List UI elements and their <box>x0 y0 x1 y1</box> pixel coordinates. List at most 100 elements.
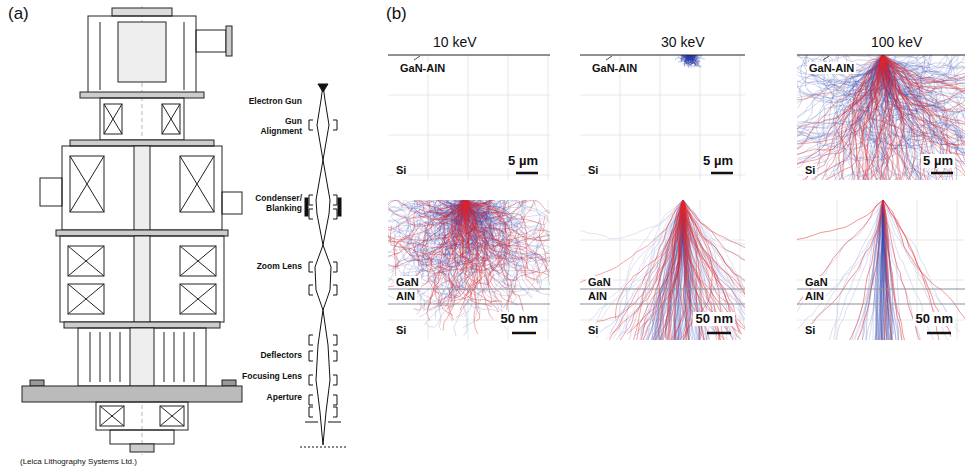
energy-header: 100 keV <box>871 34 922 50</box>
grid-line <box>580 95 745 96</box>
ray-diagram <box>300 84 348 447</box>
substrate-label: Si <box>586 164 600 176</box>
electron-trajectory <box>797 200 883 321</box>
electron-trajectory <box>797 55 883 180</box>
grid-line <box>740 200 741 340</box>
grid-line <box>468 55 469 180</box>
electron-trajectory <box>797 200 883 254</box>
electron-trajectory <box>462 200 513 266</box>
grid-line <box>740 55 741 180</box>
electron-trajectory <box>883 200 896 340</box>
grid-line <box>388 95 550 96</box>
part-label: Deflectors <box>260 351 302 361</box>
layer-label: GaN-AlN <box>398 62 447 74</box>
electron-trajectory <box>388 200 465 287</box>
electron-trajectory <box>883 200 904 340</box>
layer-label: AlN <box>803 290 826 302</box>
layer-label: GaN <box>803 276 830 288</box>
electron-trajectory <box>617 200 683 340</box>
electron-trajectory <box>883 55 965 89</box>
simulation-panel: GaNAlNSi50 nm <box>797 200 965 340</box>
electron-trajectory <box>580 200 683 239</box>
electron-trajectory <box>465 200 550 226</box>
grid-line <box>580 175 745 176</box>
electron-trajectory <box>797 55 883 165</box>
simulation-panel: GaNAlNSi50 nm <box>580 200 745 340</box>
part-label: Electron Gun <box>249 97 302 107</box>
electron-trajectory <box>826 200 883 340</box>
electron-trajectory <box>883 55 965 180</box>
electron-trajectory <box>883 55 965 176</box>
grid-line <box>580 135 745 136</box>
trajectories <box>797 55 965 180</box>
scale-label: 5 µm <box>701 154 735 168</box>
electron-trajectory <box>684 55 690 62</box>
electron-trajectory <box>683 200 691 340</box>
electron-trajectory <box>597 200 683 322</box>
electron-trajectory <box>883 55 965 132</box>
trajectories <box>675 55 705 68</box>
electron-trajectory <box>636 200 683 340</box>
electron-trajectory <box>802 55 883 180</box>
panel-letter: (a) <box>8 4 29 24</box>
electron-trajectory <box>429 200 466 311</box>
scale-bar <box>512 173 953 333</box>
electron-trajectory <box>690 55 702 67</box>
electron-trajectory <box>636 200 683 340</box>
layer-label: GaN-AlN <box>590 62 639 74</box>
electron-trajectory <box>797 55 883 159</box>
grid-line <box>548 55 549 180</box>
surface-line <box>388 55 965 56</box>
energy-header: 30 keV <box>661 34 705 50</box>
electron-trajectory <box>427 200 465 321</box>
electron-trajectory <box>798 200 884 329</box>
part-label: Zoom Lens <box>257 262 302 272</box>
scale-label: 50 nm <box>693 312 735 326</box>
electron-trajectory <box>465 200 539 292</box>
energy-header: 10 keV <box>433 34 477 50</box>
layer-label: AlN <box>394 290 417 302</box>
substrate-label: Si <box>394 324 408 336</box>
electron-trajectory <box>855 200 883 340</box>
substrate-label: Si <box>394 164 408 176</box>
electron-trajectory <box>647 200 684 340</box>
scale-label: 5 µm <box>506 154 540 168</box>
layer-boundary <box>388 289 965 304</box>
grid-line <box>388 135 550 136</box>
scale-label: 5 µm <box>921 154 955 168</box>
layer-label: AlN <box>586 290 609 302</box>
part-label: Condenser/ Blanking <box>250 194 302 214</box>
electron-trajectory <box>853 55 904 180</box>
part-label: Aperture <box>267 393 302 403</box>
substrate-label: Si <box>586 324 600 336</box>
electron-trajectory <box>683 200 745 315</box>
electron-trajectory <box>838 200 883 340</box>
column-drawing <box>22 6 242 455</box>
electron-trajectory <box>797 55 883 96</box>
electron-trajectory <box>883 200 887 340</box>
simulation-panel: GaN-AlNSi5 µm <box>797 55 965 180</box>
substrate-label: Si <box>803 164 817 176</box>
electron-trajectory <box>459 200 516 297</box>
simulation-panel: GaN-AlN Si 5 µm <box>580 55 745 180</box>
credit-note: (Leica Lithography Systems Ltd.) <box>20 457 137 466</box>
part-label: Gun Alignment <box>250 117 302 137</box>
electron-trajectory <box>690 55 698 66</box>
electron-trajectory <box>684 55 690 63</box>
scale-label: 50 nm <box>913 312 955 326</box>
scale-label: 50 nm <box>498 312 540 326</box>
electron-trajectory <box>883 200 895 340</box>
grid-line <box>580 240 745 241</box>
electron-trajectory <box>465 200 538 280</box>
trajectories <box>797 200 965 340</box>
electron-trajectory <box>660 200 683 340</box>
grid-line <box>620 200 621 340</box>
electron-trajectory <box>883 200 960 333</box>
electron-trajectory <box>883 200 891 340</box>
electron-trajectory <box>465 200 537 280</box>
leader-line <box>414 56 829 60</box>
electron-trajectory <box>804 200 883 333</box>
electron-trajectory <box>683 200 728 329</box>
panel-letter: (b) <box>386 4 407 24</box>
simulation-panel: GaN-AlN Si 5 µm <box>388 55 550 180</box>
